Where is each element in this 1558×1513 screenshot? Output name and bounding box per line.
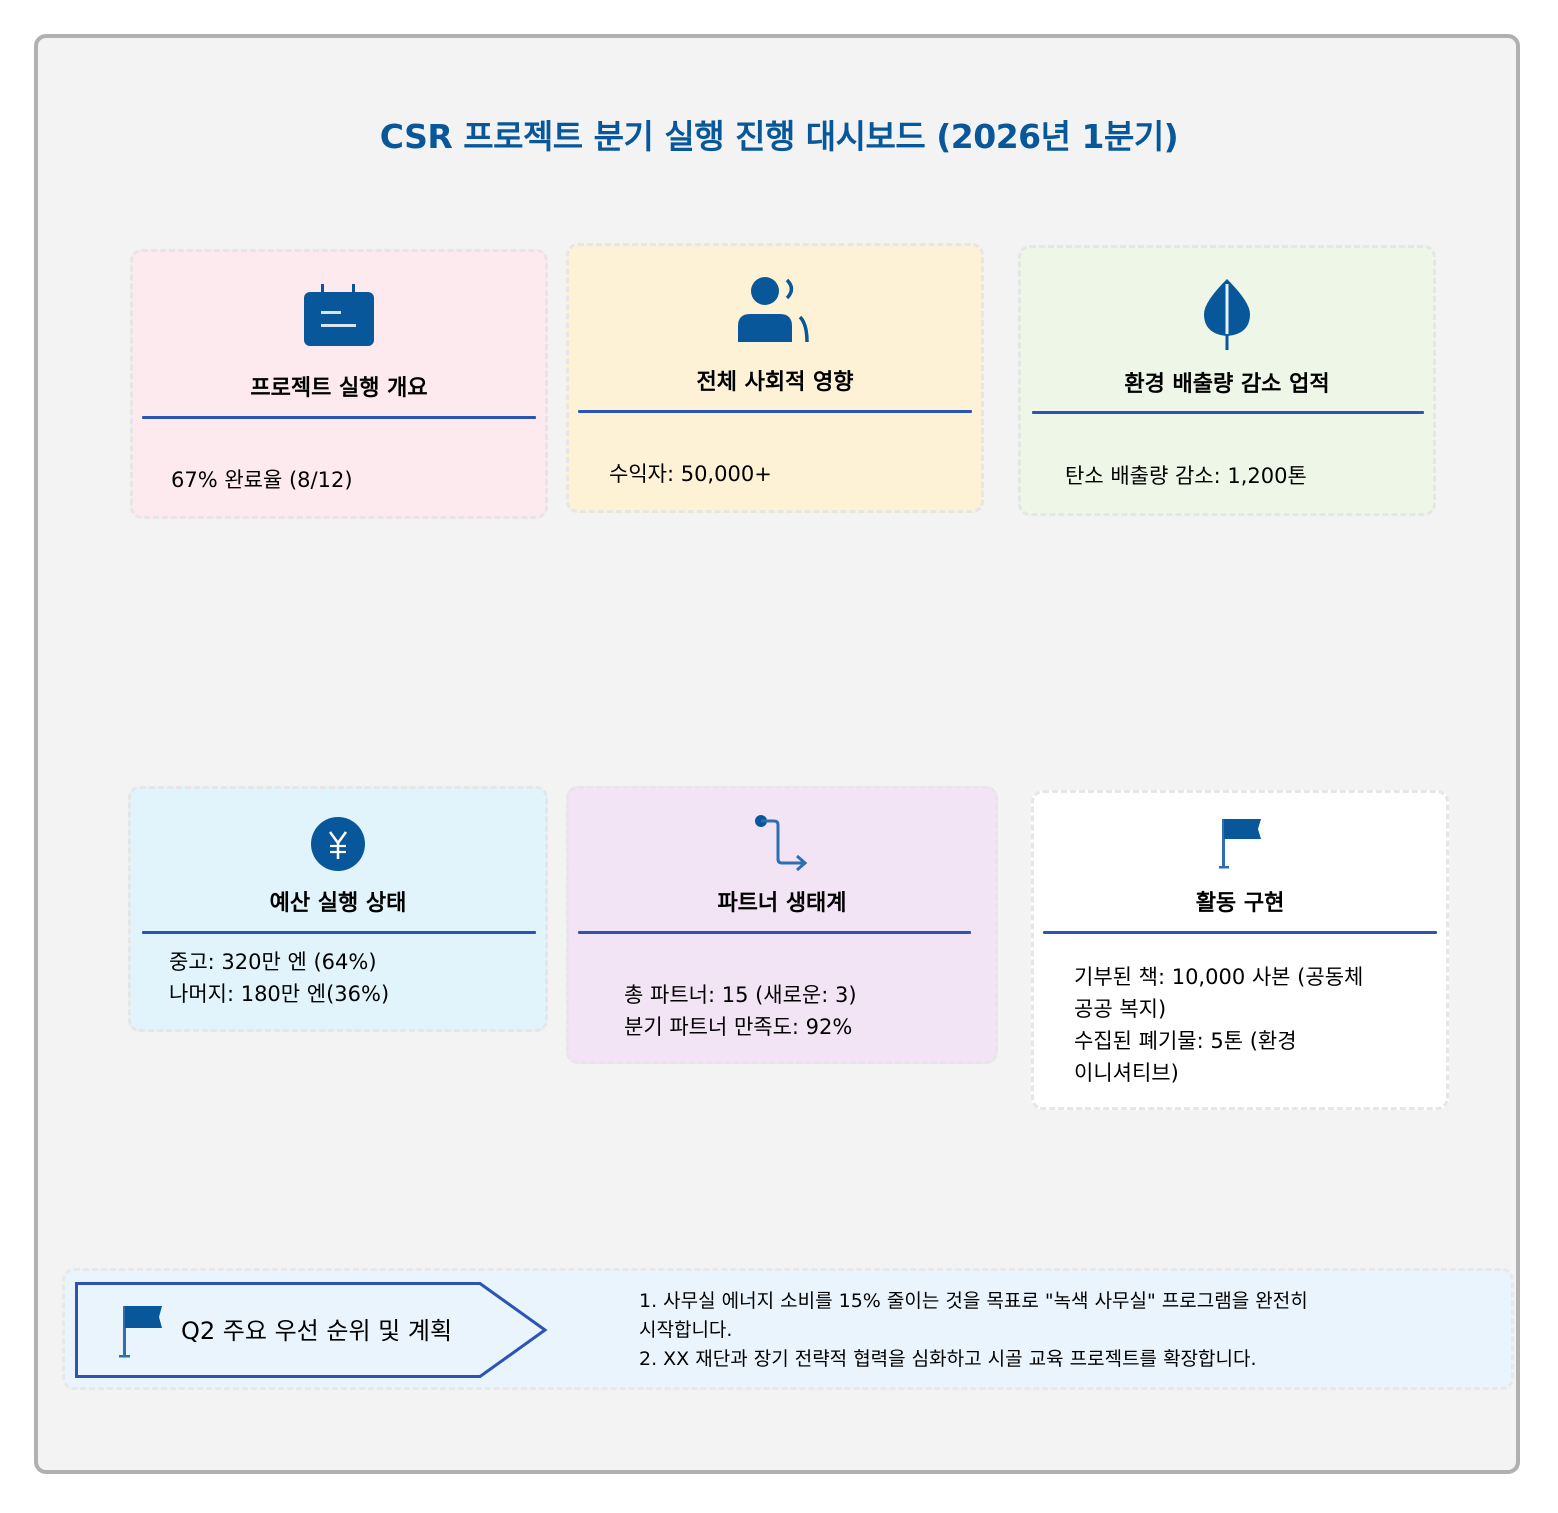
flag-icon — [1218, 817, 1262, 875]
card-social-impact: 전체 사회적 영향 수익자: 50,000+ — [566, 243, 984, 513]
card-body: 67% 완료율 (8/12) — [171, 464, 353, 496]
card-line: 기부된 책: 10,000 사본 (공동체 — [1074, 965, 1364, 989]
card-divider — [1032, 411, 1424, 414]
card-line: 중고: 320만 엔 (64%) — [169, 950, 377, 974]
card-partner-ecosystem: 파트너 생태계 총 파트너: 15 (새로운: 3) 분기 파트너 만족도: 9… — [566, 786, 998, 1064]
card-project-overview: 프로젝트 실행 개요 67% 완료율 (8/12) — [130, 249, 548, 519]
card-title: 전체 사회적 영향 — [696, 370, 854, 395]
card-body: 수익자: 50,000+ — [609, 458, 772, 490]
priorities-list: 1. 사무실 에너지 소비를 15% 줄이는 것을 목표로 "녹색 사무실" 프… — [639, 1287, 1439, 1374]
card-title: 환경 배출량 감소 업적 — [1124, 372, 1330, 397]
page-title: CSR 프로젝트 분기 실행 진행 대시보드 (2026년 1분기) — [379, 117, 1179, 156]
priority-item: 2. XX 재단과 장기 전략적 협력을 심화하고 시골 교육 프로젝트를 확장… — [639, 1348, 1257, 1370]
card-line: 탄소 배출량 감소: 1,200톤 — [1065, 464, 1307, 488]
card-body: 기부된 책: 10,000 사본 (공동체 공공 복지) 수집된 폐기물: 5톤… — [1074, 961, 1363, 1089]
card-activity-implementation: 활동 구현 기부된 책: 10,000 사본 (공동체 공공 복지) 수집된 폐… — [1031, 790, 1449, 1110]
card-budget-status: 예산 실행 상태 중고: 320만 엔 (64%) 나머지: 180만 엔(36… — [128, 786, 548, 1032]
card-line: 67% 완료율 (8/12) — [171, 468, 353, 492]
card-body: 총 파트너: 15 (새로운: 3) 분기 파트너 만족도: 92% — [624, 979, 857, 1043]
card-title: 파트너 생태계 — [717, 891, 847, 916]
card-title: 활동 구현 — [1195, 891, 1285, 916]
card-line: 공공 복지) — [1074, 997, 1167, 1021]
card-divider — [578, 410, 972, 413]
priorities-heading: Q2 주요 우선 순위 및 계획 — [181, 1317, 453, 1345]
card-body: 탄소 배출량 감소: 1,200톤 — [1065, 460, 1307, 492]
leaf-icon — [1200, 276, 1254, 356]
card-divider — [142, 931, 536, 934]
person-voice-icon — [736, 276, 814, 350]
card-line: 총 파트너: 15 (새로운: 3) — [624, 983, 857, 1007]
card-line: 분기 파트너 만족도: 92% — [624, 1015, 853, 1039]
card-title: 프로젝트 실행 개요 — [250, 376, 428, 401]
card-line: 수익자: 50,000+ — [609, 462, 772, 486]
q2-priorities-panel: Q2 주요 우선 순위 및 계획 1. 사무실 에너지 소비를 15% 줄이는 … — [62, 1268, 1514, 1390]
card-divider — [142, 416, 536, 419]
card-body: 중고: 320만 엔 (64%) 나머지: 180만 엔(36%) — [169, 946, 389, 1010]
card-divider — [578, 931, 971, 934]
priority-arrow-banner — [75, 1282, 548, 1378]
card-line: 나머지: 180만 엔(36%) — [169, 982, 390, 1006]
card-divider — [1043, 931, 1437, 934]
yen-icon — [309, 815, 367, 877]
calendar-icon — [301, 282, 377, 354]
card-line: 수집된 폐기물: 5톤 (환경 — [1074, 1029, 1297, 1053]
route-arrow-icon — [752, 813, 812, 877]
priority-item: 1. 사무실 에너지 소비를 15% 줄이는 것을 목표로 "녹색 사무실" 프… — [639, 1290, 1308, 1312]
card-title: 예산 실행 상태 — [269, 891, 407, 916]
card-emission-reduction: 환경 배출량 감소 업적 탄소 배출량 감소: 1,200톤 — [1018, 245, 1436, 516]
card-line: 이니셔티브) — [1074, 1061, 1179, 1085]
priority-item: 시작합니다. — [639, 1319, 733, 1341]
flag-icon — [119, 1304, 163, 1364]
